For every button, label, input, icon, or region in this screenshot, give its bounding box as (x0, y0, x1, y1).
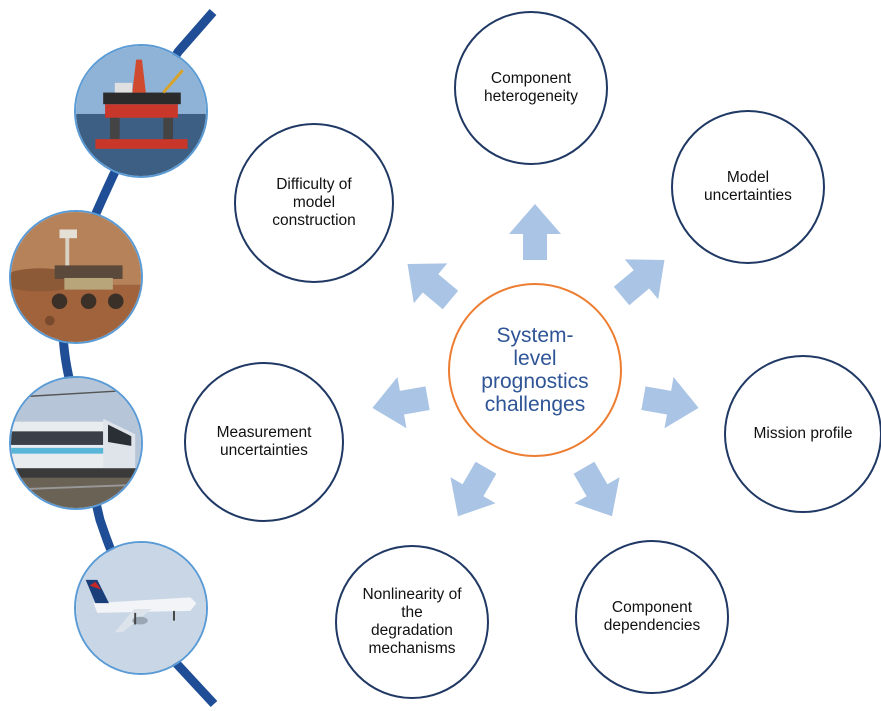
oil-platform-photo (74, 44, 208, 178)
arrow-5 (450, 461, 497, 517)
challenge-model-construction: Difficulty of model construction (234, 123, 394, 283)
challenge-label: Nonlinearity of the degradation mechanis… (362, 586, 462, 657)
challenge-mission-profile: Mission profile (724, 355, 881, 513)
challenge-component-dependencies: Component dependencies (575, 540, 729, 694)
arrow-6 (372, 377, 430, 429)
arrow-2 (613, 259, 665, 306)
arrow-1 (509, 204, 561, 260)
challenge-label: Difficulty of model construction (272, 176, 356, 229)
arrow-7 (407, 263, 459, 310)
center-topic: System- level prognostics challenges (448, 283, 622, 457)
challenge-nonlinearity: Nonlinearity of the degradation mechanis… (335, 545, 489, 699)
challenge-label: Measurement uncertainties (216, 424, 312, 459)
arrow-3 (641, 377, 699, 429)
mars-rover-photo (9, 210, 143, 344)
center-label: System- level prognostics challenges (481, 324, 589, 416)
challenge-label: Mission profile (753, 425, 853, 442)
arrow-4 (573, 461, 620, 517)
train-photo (9, 376, 143, 510)
aircraft-photo (74, 541, 208, 675)
arrows-group (372, 204, 699, 517)
challenge-model-uncertainties: Model uncertainties (671, 110, 825, 264)
challenge-label: Model uncertainties (704, 169, 792, 204)
challenge-label: Component heterogeneity (484, 70, 578, 105)
challenge-measurement-uncertainties: Measurement uncertainties (184, 362, 344, 522)
challenge-component-heterogeneity: Component heterogeneity (454, 11, 608, 165)
challenge-label: Component dependencies (603, 599, 701, 634)
